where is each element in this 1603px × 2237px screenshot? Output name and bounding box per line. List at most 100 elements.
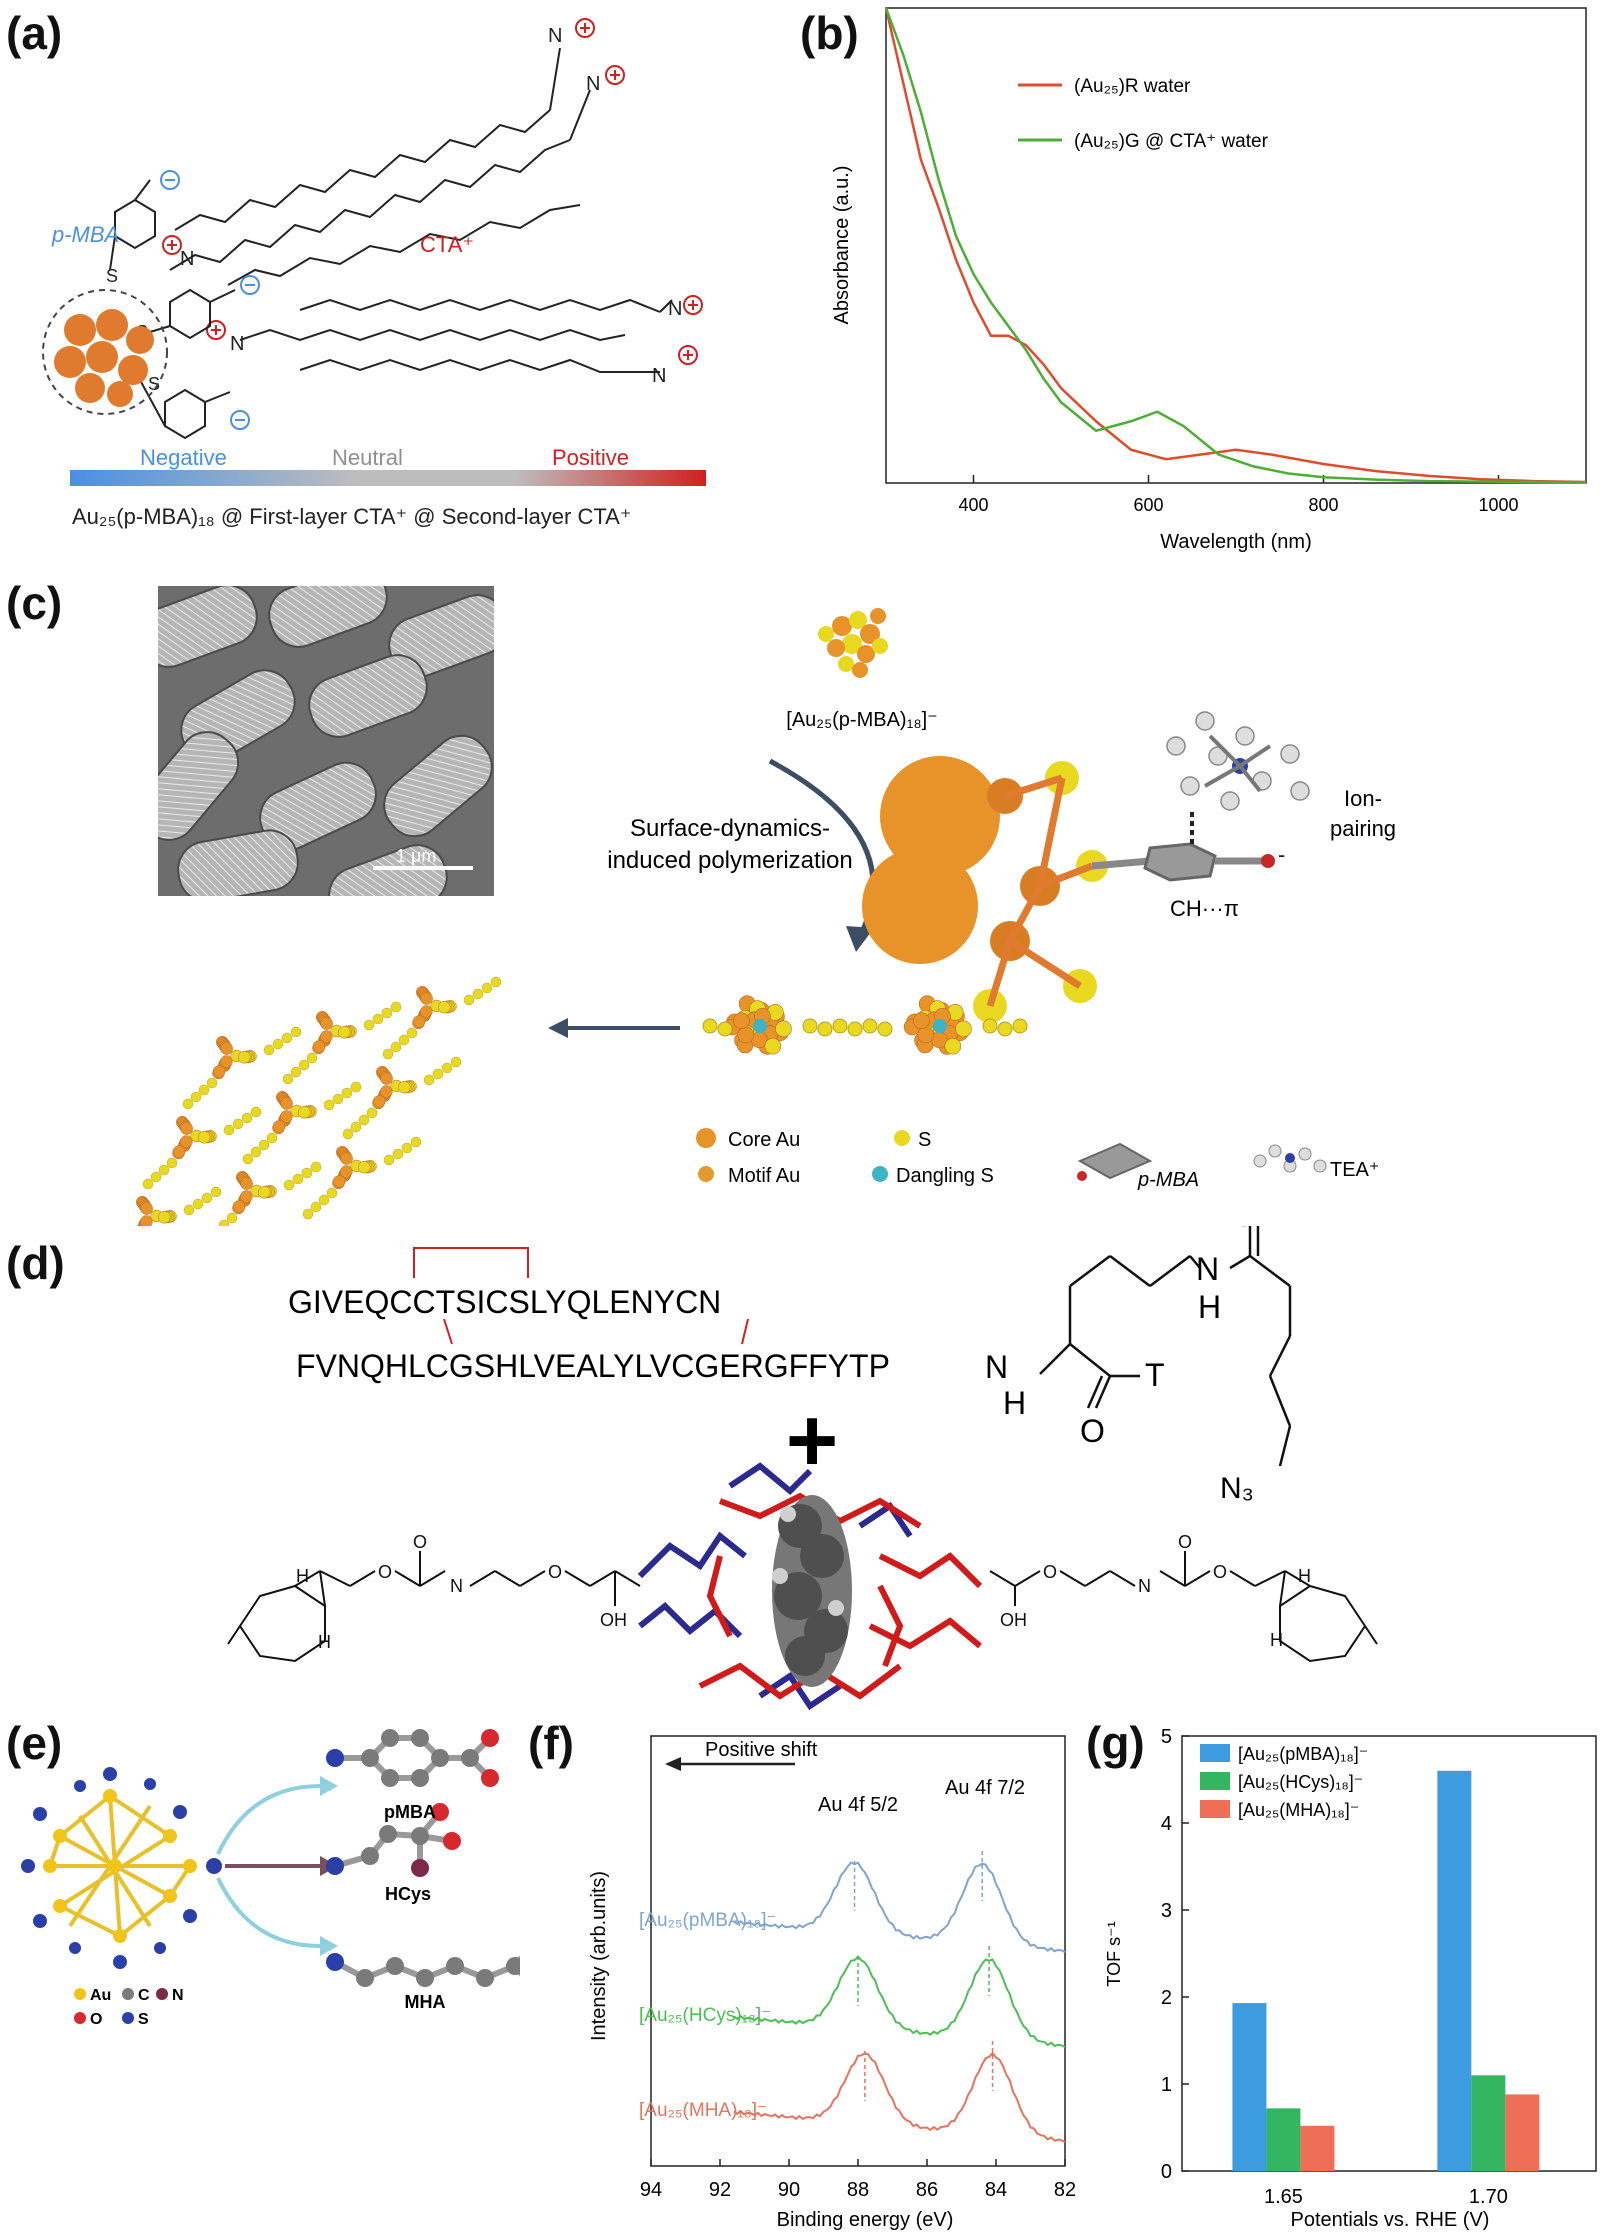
chart-f-xtick-label: 84	[985, 2179, 1007, 2201]
linker-left-o2: O	[413, 1532, 427, 1552]
svg-text:N: N	[180, 248, 194, 270]
chart-f-xtick-label: 88	[847, 2179, 869, 2201]
atom-n1: N	[985, 1349, 1008, 1385]
charge-gradient-bar	[70, 470, 706, 486]
chart-b-ylabel: Absorbance (a.u.)	[831, 166, 853, 325]
cluster-formula-label: [Au₂₅(p-MBA)₁₈]⁻	[786, 709, 937, 731]
legend-core-au: Core Au	[728, 1129, 800, 1151]
chart-g-ytick-label: 5	[1161, 1726, 1172, 1748]
insulin-chain-a: GIVEQCCTSICSLYQLENYCN	[288, 1284, 721, 1320]
chart-b-legend-label-1: (Au₂₅)G @ CTA⁺ water	[1074, 131, 1269, 152]
ligand-hcys-model	[326, 1803, 461, 1877]
legend-n: N	[172, 1987, 184, 2004]
legend-s-swatch	[122, 2012, 134, 2024]
chart-f-series-label-1: [Au₂₅(HCys)₁₈]⁻	[639, 2005, 771, 2026]
cta-chain-5	[239, 328, 626, 342]
linker-left-h1: H	[296, 1566, 309, 1586]
linker-right-h1: H	[1298, 1566, 1311, 1586]
legend-motif-au: Motif Au	[728, 1165, 800, 1187]
atom-h1: H	[1003, 1385, 1026, 1421]
legend-c-swatch	[122, 1988, 134, 2000]
linker-right-n: N	[1138, 1576, 1151, 1596]
chart-b-xtick-label: 400	[958, 495, 988, 515]
cta-chain-1	[174, 109, 551, 231]
chart-f-xlabel: Binding energy (eV)	[777, 2209, 954, 2231]
framework-node	[218, 1161, 322, 1226]
legend-tea: TEA⁺	[1330, 1159, 1379, 1181]
svg-text:N: N	[652, 365, 666, 387]
chart-f-xtick-label: 86	[916, 2179, 938, 2201]
linker-right-h2: H	[1270, 1630, 1283, 1650]
ligand-mha-label: MHA	[405, 1992, 446, 2012]
chart-f-series-label-0: [Au₂₅(pMBA)₁₈]⁻	[639, 1910, 777, 1931]
chart-g-legend-label-2: [Au₂₅(MHA)₁₈]⁻	[1238, 1800, 1359, 1820]
chart-g-ytick-label: 1	[1161, 2074, 1172, 2096]
chart-g-bar-0-2	[1300, 2125, 1335, 2171]
panel-c-legend	[696, 1128, 1327, 1182]
panel-label-c: (c)	[6, 577, 63, 629]
gradient-neutral-label: Neutral	[332, 445, 403, 470]
framework-node	[242, 1081, 362, 1165]
pmba-ring-1	[114, 198, 156, 250]
legend-dangling-s: Dangling S	[896, 1165, 994, 1187]
ligand-mha-model	[326, 1953, 520, 1987]
panel-label-f: (f)	[528, 1717, 574, 1769]
linker-left-oh: OH	[600, 1610, 627, 1630]
legend-core-au-swatch	[696, 1128, 716, 1148]
chart-g-xtick-label: 1.65	[1264, 2186, 1303, 2208]
process-label-line2: induced polymerization	[607, 847, 852, 874]
chart-g-xlabel: Potentials vs. RHE (V)	[1291, 2209, 1490, 2231]
chart-f-series-label-2: [Au₂₅(MHA)₁₈]⁻	[639, 2100, 767, 2121]
linker-left-o1: O	[378, 1562, 392, 1582]
process-label-line1: Surface-dynamics-	[630, 815, 830, 842]
legend-c: C	[138, 1987, 150, 2004]
legend-pmba: p-MBA	[1137, 1169, 1199, 1191]
ligand-pmba-label: pMBA	[384, 1802, 436, 1822]
lysine-azide-structure	[1039, 1226, 1292, 1467]
linker-left-n: N	[450, 1576, 463, 1596]
legend-n-swatch	[156, 1988, 168, 2000]
cta-chain-4	[299, 298, 661, 313]
chart-g-ytick-label: 0	[1161, 2161, 1172, 2183]
au-core-atoms	[54, 309, 154, 407]
legend-pmba-icon	[1077, 1142, 1153, 1180]
ch-pi-label: CH···π	[1170, 896, 1239, 921]
linker-right-oh: OH	[1000, 1610, 1027, 1630]
dimer-cluster-right	[903, 995, 972, 1055]
chart-g-bar-0-0	[1232, 2003, 1267, 2171]
panel-d-schematic: GIVEQCCTSICSLYQLENYCN FVNQHLCGSHLVEALYLV…	[227, 1226, 1378, 1711]
panel-a-schematic: NN NN NN SSS p-MBA	[42, 18, 706, 529]
panel-c-schematic: [Au₂₅(p-MBA)₁₈]⁻ Surface-dynamics- induc…	[135, 608, 1396, 1226]
au25-cluster-small	[818, 608, 888, 678]
au4f72-label: Au 4f 7/2	[945, 1777, 1025, 1799]
chart-b-frame	[885, 7, 1587, 484]
linker-right-o2: O	[1178, 1532, 1192, 1552]
cta-chain-2	[169, 139, 571, 271]
panel-e-schematic: pMBA HCys MHA Au C N O S	[21, 1729, 520, 2028]
dimer-cluster-left	[723, 995, 792, 1055]
linker-right-o3: O	[1043, 1562, 1057, 1582]
atom-o1: O	[1080, 1413, 1105, 1449]
ligand-pmba-model	[326, 1729, 499, 1787]
svg-text:N: N	[548, 25, 562, 47]
sem-image: 1 μm	[158, 586, 494, 896]
framework-node	[135, 1186, 222, 1226]
bcn-linker-left	[227, 1551, 641, 1663]
chart-b-series-line-1	[884, 7, 1587, 484]
chart-f-xtick-label: 94	[640, 2179, 662, 2201]
atom-n3: N₃	[1220, 1472, 1254, 1505]
chart-f-series-line-0	[733, 1861, 1066, 1953]
chart-g-frame	[1181, 1735, 1597, 2172]
framework-node	[282, 1001, 402, 1085]
panel-label-e: (e)	[6, 1717, 63, 1769]
scale-bar-label: 1 μm	[396, 846, 436, 866]
legend-au: Au	[90, 1987, 111, 2004]
chart-b-xlabel: Wavelength (nm)	[1160, 531, 1312, 553]
linker-left-o3: O	[548, 1562, 562, 1582]
au25-structure	[21, 1767, 222, 1969]
au4f52-label: Au 4f 5/2	[818, 1794, 898, 1816]
panel-label-g: (g)	[1086, 1717, 1145, 1769]
chart-g-xtick-label: 1.70	[1469, 2186, 1508, 2208]
gradient-negative-label: Negative	[140, 445, 227, 470]
